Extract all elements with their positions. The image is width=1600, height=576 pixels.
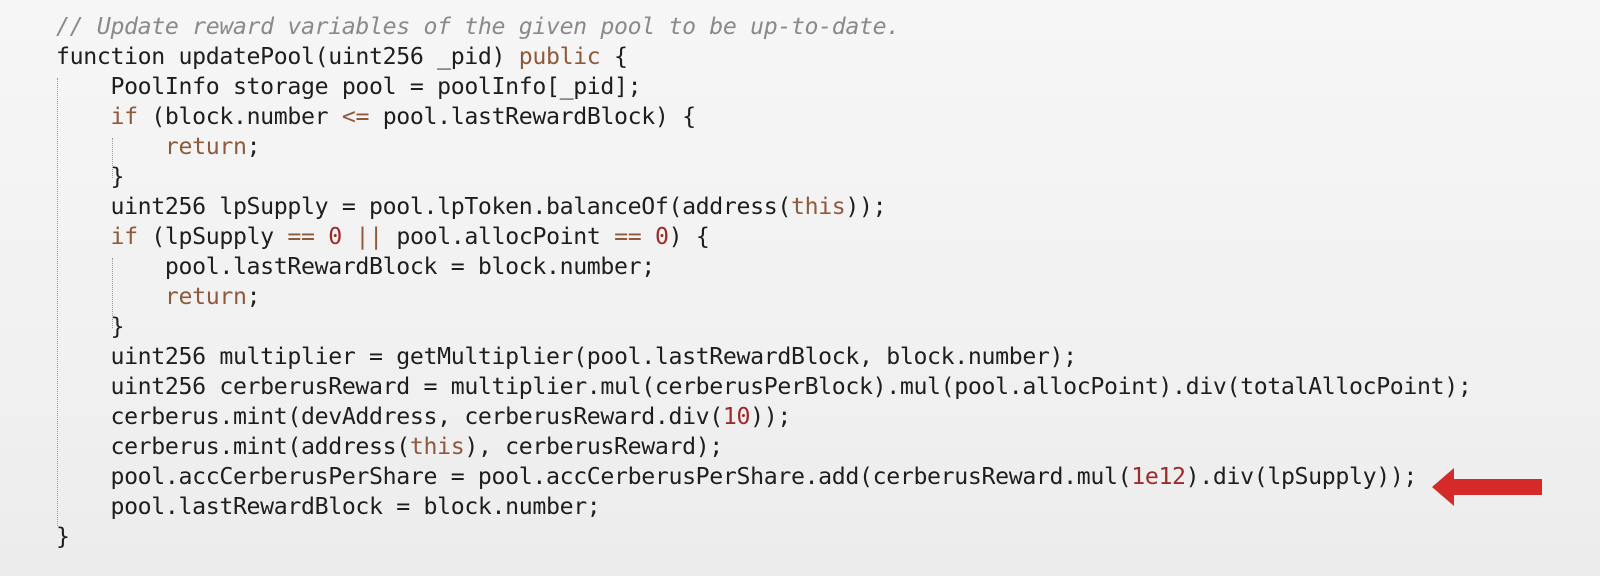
code-token: cerberus.mint(address(: [110, 433, 410, 460]
code-keyword: this: [790, 193, 846, 220]
code-indent: [56, 73, 110, 100]
code-keyword: this: [409, 433, 465, 460]
code-line: PoolInfo storage pool = poolInfo[_pid];: [56, 72, 1471, 102]
indent-guide-function: [57, 78, 58, 526]
code-line: return;: [56, 132, 1471, 162]
code-token: {: [600, 43, 628, 70]
code-token: pool.lastRewardBlock) {: [369, 103, 696, 130]
code-keyword: ==: [614, 223, 642, 250]
code-token: PoolInfo storage pool = poolInfo[_pid];: [110, 73, 642, 100]
code-line: uint256 lpSupply = pool.lpToken.balanceO…: [56, 192, 1471, 222]
code-indent: [56, 373, 110, 400]
code-indent: [56, 433, 110, 460]
code-token: cerberus.mint(devAddress, cerberusReward…: [110, 403, 723, 430]
code-token: ;: [246, 133, 261, 160]
code-token: uint256 cerberusReward = multiplier.mul(…: [110, 373, 1472, 400]
code-token: [342, 223, 356, 250]
code-line: }: [56, 162, 1471, 192]
code-token: pool.allocPoint: [382, 223, 615, 250]
code-keyword: if: [110, 103, 138, 130]
code-token: }: [110, 163, 125, 190]
code-line: // Update reward variables of the given …: [56, 12, 1471, 42]
code-line: if (block.number <= pool.lastRewardBlock…: [56, 102, 1471, 132]
code-token: ) {: [668, 223, 710, 250]
code-token: }: [56, 523, 70, 550]
arrow-shape: [1432, 468, 1542, 506]
code-line: pool.lastRewardBlock = block.number;: [56, 492, 1471, 522]
code-token: pool.lastRewardBlock = block.number;: [110, 493, 601, 520]
code-keyword: return: [164, 133, 247, 160]
code-line: pool.lastRewardBlock = block.number;: [56, 252, 1471, 282]
code-token: (block.number: [137, 103, 342, 130]
code-indent: [56, 223, 110, 250]
code-token: uint256 multiplier = getMultiplier(pool.…: [110, 343, 1077, 370]
code-keyword: ==: [287, 223, 315, 250]
code-keyword: return: [164, 283, 247, 310]
code-number: 0: [328, 223, 342, 250]
code-token: [315, 223, 329, 250]
code-token: ), cerberusReward);: [464, 433, 723, 460]
code-token: (lpSupply: [137, 223, 288, 250]
code-line: uint256 multiplier = getMultiplier(pool.…: [56, 342, 1471, 372]
indent-guide-if-2: [112, 258, 113, 328]
code-indent: [56, 103, 110, 130]
code-keyword: public: [518, 43, 601, 70]
code-indent: [56, 193, 110, 220]
code-line: }: [56, 312, 1471, 342]
code-token: pool.lastRewardBlock = block.number;: [164, 253, 655, 280]
code-indent: [56, 463, 110, 490]
code-indent: [56, 163, 110, 190]
code-indent: [56, 133, 165, 160]
code-token: ;: [246, 283, 261, 310]
code-comment: // Update reward variables of the given …: [56, 13, 900, 40]
code-number: 10: [722, 403, 751, 430]
code-line: cerberus.mint(address(this), cerberusRew…: [56, 432, 1471, 462]
code-token: [641, 223, 655, 250]
code-number: 0: [654, 223, 669, 250]
code-line: }: [56, 522, 1471, 552]
code-block: // Update reward variables of the given …: [56, 12, 1472, 552]
code-line: function updatePool(uint256 _pid) public…: [56, 42, 1471, 72]
code-token: uint256 lpSupply = pool.lpToken.balanceO…: [110, 193, 791, 220]
code-keyword: <=: [341, 103, 370, 130]
code-keyword: if: [110, 223, 138, 250]
code-indent: [56, 253, 165, 280]
red-left-arrow-icon: [1432, 468, 1542, 506]
code-token: ));: [750, 403, 791, 430]
code-line: if (lpSupply == 0 || pool.allocPoint == …: [56, 222, 1471, 252]
code-line: return;: [56, 282, 1471, 312]
code-token: }: [110, 313, 125, 340]
code-indent: [56, 313, 110, 340]
code-token: pool.accCerberusPerShare = pool.accCerbe…: [110, 463, 1132, 490]
code-number: 1e12: [1131, 463, 1186, 490]
code-indent: [56, 343, 110, 370]
code-line: cerberus.mint(devAddress, cerberusReward…: [56, 402, 1471, 432]
code-indent: [56, 403, 110, 430]
code-keyword: ||: [355, 223, 384, 250]
code-token: ));: [845, 193, 887, 220]
code-indent: [56, 283, 165, 310]
code-line: pool.accCerberusPerShare = pool.accCerbe…: [56, 462, 1471, 492]
code-token: function updatePool(uint256 _pid): [56, 43, 519, 70]
code-line: uint256 cerberusReward = multiplier.mul(…: [56, 372, 1471, 402]
code-indent: [56, 493, 110, 520]
indent-guide-if-1: [112, 138, 113, 178]
code-token: ).div(lpSupply));: [1185, 463, 1418, 490]
